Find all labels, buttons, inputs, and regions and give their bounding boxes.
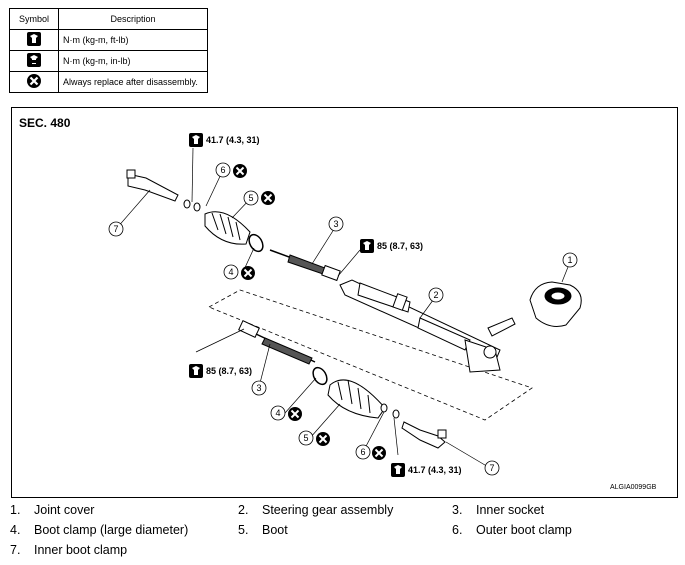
torque-wrench-icon xyxy=(391,463,405,477)
callout-number: 1 xyxy=(567,255,572,265)
replace-x-icon xyxy=(232,163,248,179)
callout-number: 3 xyxy=(256,383,261,393)
callout-number: 2 xyxy=(433,290,438,300)
callout-5-bottom: 5 xyxy=(298,430,314,446)
part-item: 1.Joint cover xyxy=(10,503,95,517)
part-item: 4.Boot clamp (large diameter) xyxy=(10,523,189,537)
callout-4-bottom: 4 xyxy=(270,405,286,421)
callout-3-bottom: 3 xyxy=(251,380,267,396)
torque-label-outer-bottom: 41.7 (4.3, 31) xyxy=(408,465,462,475)
callout-6-bottom: 6 xyxy=(355,444,371,460)
callout-number: 5 xyxy=(303,433,308,443)
callout-5-top: 5 xyxy=(243,190,259,206)
callout-number: 6 xyxy=(220,165,225,175)
symbol-legend: Symbol Description N·m (kg-m, ft-lb) N·m… xyxy=(9,8,208,93)
callout-number: 5 xyxy=(248,193,253,203)
diagram-frame xyxy=(11,107,678,498)
part-item: 6.Outer boot clamp xyxy=(452,523,572,537)
joint-cover xyxy=(529,281,582,327)
callout-3-top: 3 xyxy=(328,216,344,232)
callout-number: 7 xyxy=(113,224,118,234)
callout-2: 2 xyxy=(428,287,444,303)
part-item: 5.Boot xyxy=(238,523,288,537)
steering-gear-assembly xyxy=(339,279,516,373)
torque-wrench-icon xyxy=(27,32,41,46)
callout-number: 6 xyxy=(360,447,365,457)
callout-number: 7 xyxy=(489,463,494,473)
section-label: SEC. 480 xyxy=(19,116,71,130)
callout-7-top: 7 xyxy=(108,221,124,237)
callout-number: 3 xyxy=(333,219,338,229)
callout-4-top: 4 xyxy=(223,264,239,280)
tie-rod-end-bottom xyxy=(380,403,447,449)
torque-wrench-icon xyxy=(189,364,203,378)
callout-number: 4 xyxy=(275,408,280,418)
torque-wrench-icon xyxy=(189,133,203,147)
replace-x-icon xyxy=(287,406,303,422)
legend-description: Always replace after disassembly. xyxy=(58,71,208,93)
assembly-dashed-outline xyxy=(208,289,533,421)
figure-code: ALGIA0099GB xyxy=(610,484,657,491)
torque-wrench-icon xyxy=(360,239,374,253)
torque-label-outer-top: 41.7 (4.3, 31) xyxy=(206,135,260,145)
inner-socket-top xyxy=(269,249,341,282)
legend-symbol-cell xyxy=(9,71,59,93)
part-item: 3.Inner socket xyxy=(452,503,545,517)
replace-x-icon xyxy=(27,74,41,88)
torque-label-inner-top: 85 (8.7, 63) xyxy=(377,241,423,251)
inner-socket-bottom xyxy=(238,320,316,365)
callout-7-bottom: 7 xyxy=(484,460,500,476)
tie-rod-end-top xyxy=(126,169,201,212)
torque-wrench-small-icon xyxy=(27,53,41,67)
replace-x-icon xyxy=(240,265,256,281)
part-item: 2.Steering gear assembly xyxy=(238,503,394,517)
boot-top xyxy=(204,211,264,253)
replace-x-icon xyxy=(371,445,387,461)
legend-symbol-cell xyxy=(9,29,59,51)
legend-symbol-cell xyxy=(9,50,59,72)
callout-6-top: 6 xyxy=(215,162,231,178)
part-item: 7.Inner boot clamp xyxy=(10,543,128,557)
callout-1: 1 xyxy=(562,252,578,268)
replace-x-icon xyxy=(260,190,276,206)
leader-lines xyxy=(115,147,571,469)
torque-label-inner-bottom: 85 (8.7, 63) xyxy=(206,366,252,376)
replace-x-icon xyxy=(315,431,331,447)
callout-markers: 7 6 5 4 3 2 1 3 4 5 6 7 xyxy=(108,162,578,476)
boot-bottom xyxy=(312,366,386,419)
callout-number: 4 xyxy=(228,267,233,277)
